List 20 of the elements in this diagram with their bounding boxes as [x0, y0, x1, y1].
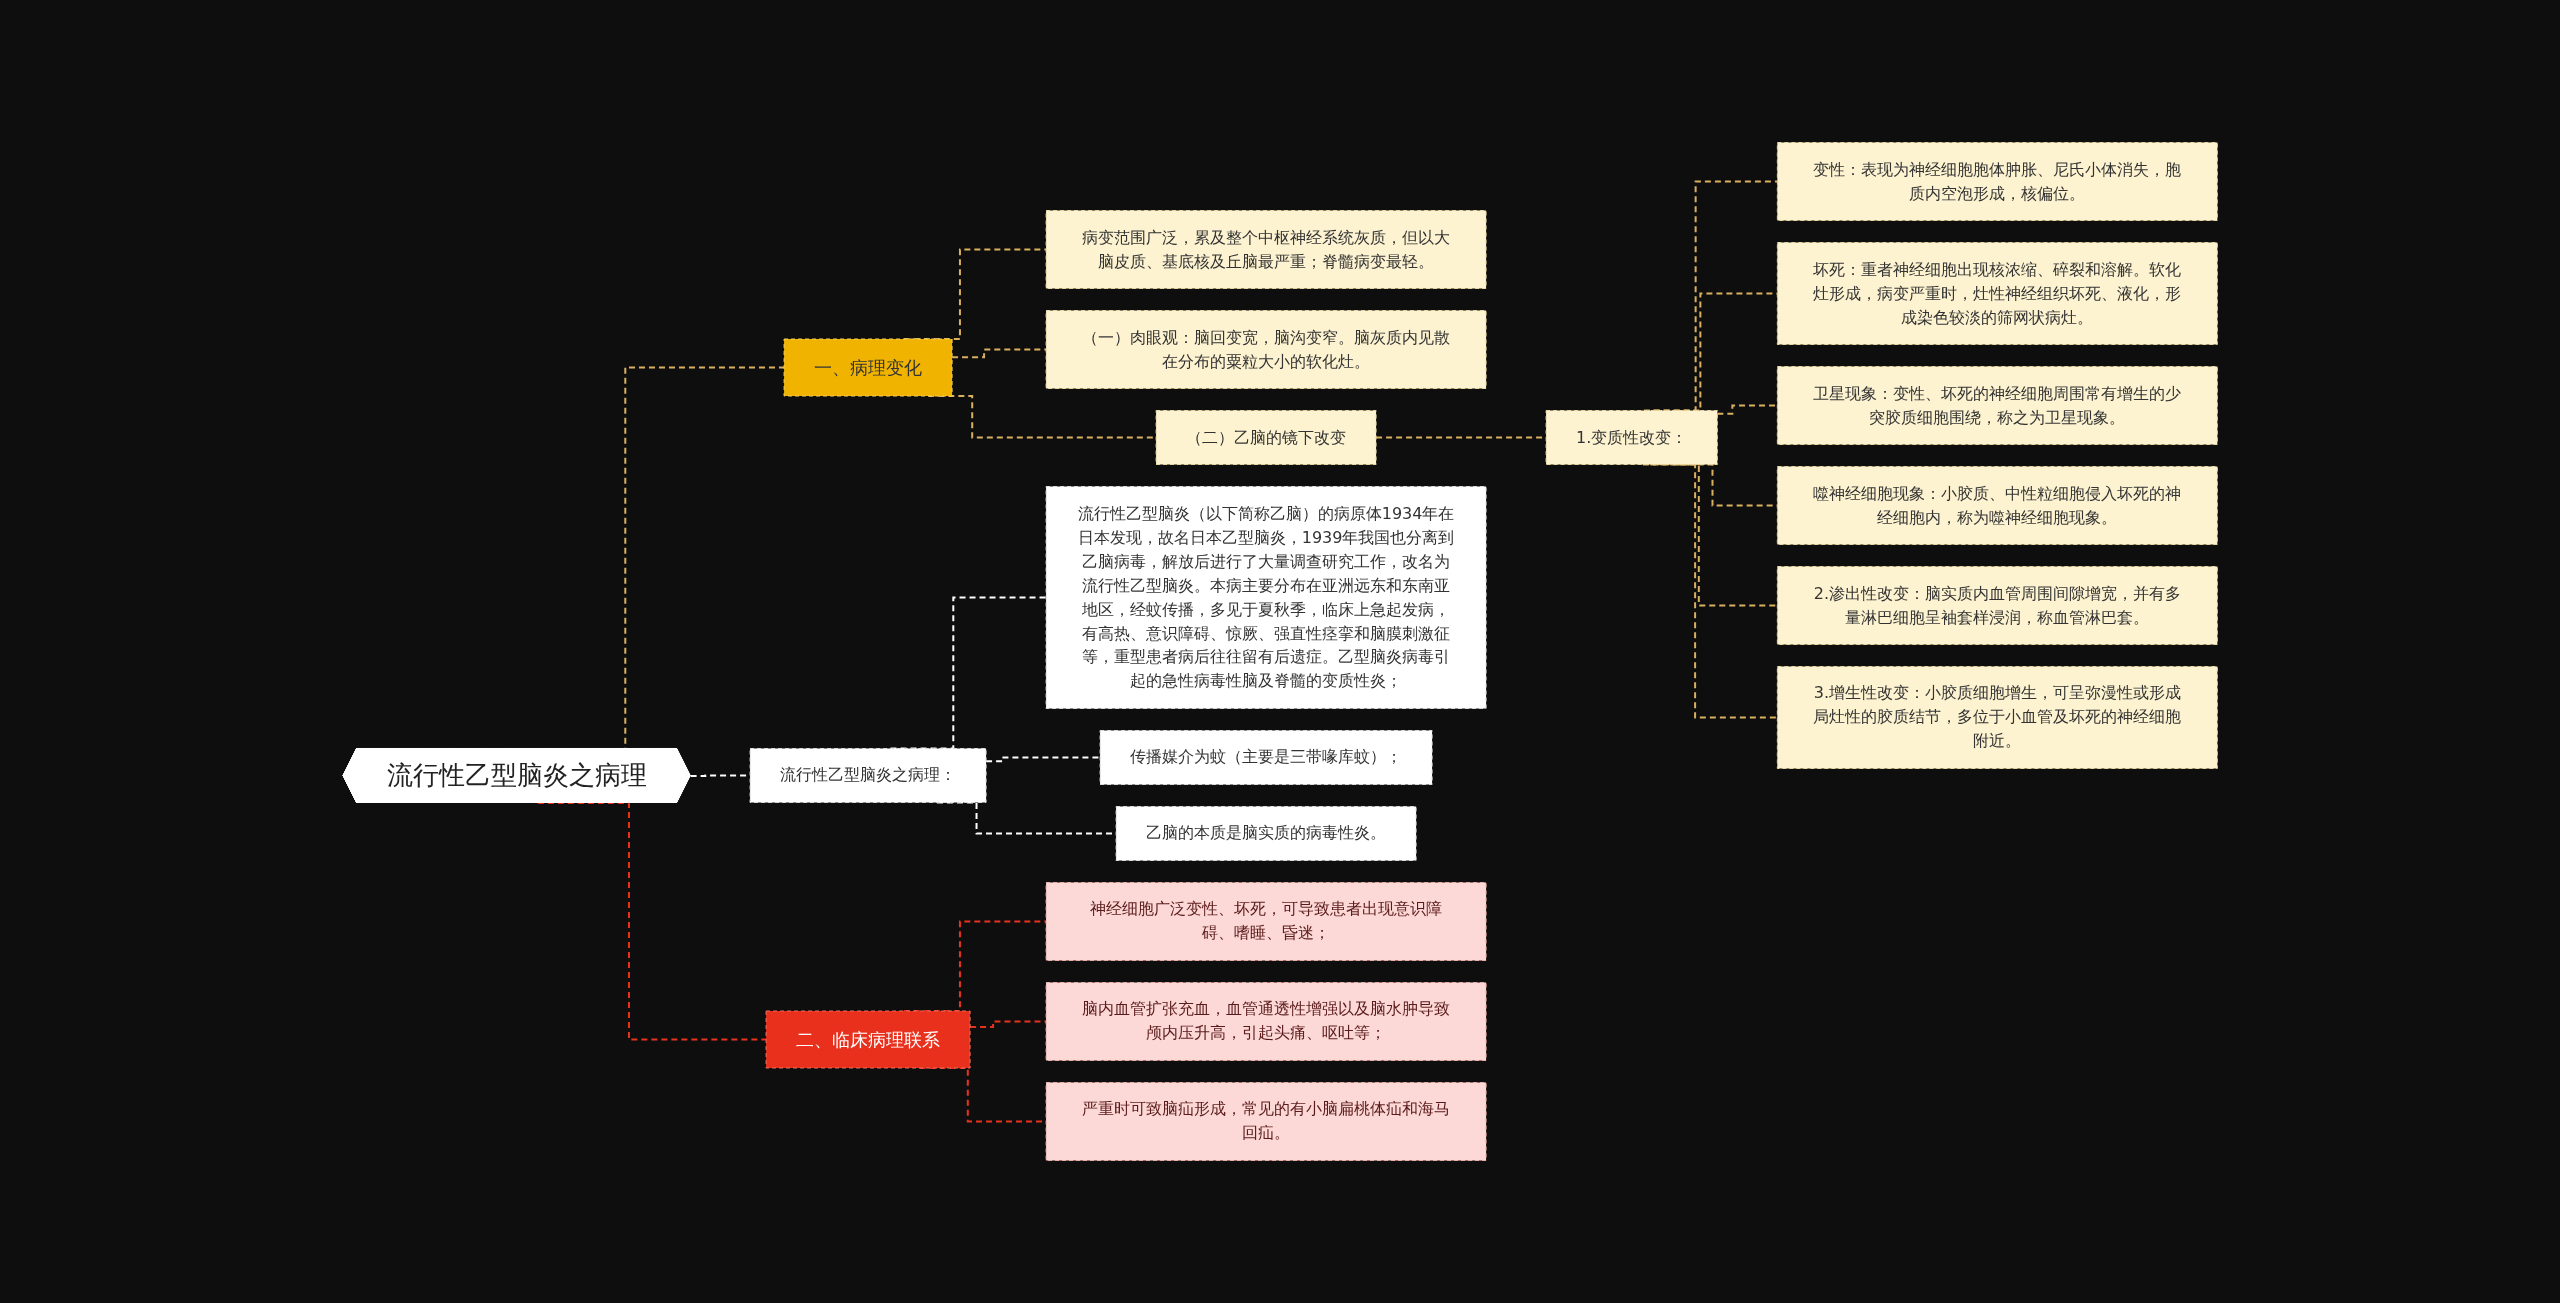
node-box: 变性：表现为神经细胞胞体肿胀、尼氏小体消失，胞质内空泡形成，核偏位。	[1776, 142, 2218, 221]
node-box: 流行性乙型脑炎（以下简称乙脑）的病原体1934年在日本发现，故名日本乙型脑炎，1939年我国也分离到乙脑病毒，解放后进行了大量调查研究工作，改名为流行性乙型脑炎。本病主要分布在亚洲远东和东南亚地区，经蚊传播，多见于夏秋季，临床上急起发病，有高热、意识障碍、惊厥、强直性痉挛和脑膜刺激征等，重型患者病后往往留有后遗症。乙型脑炎病毒引起的急性病毒性脑及脊髓的变质性炎；	[1045, 486, 1487, 709]
node-box: 脑内血管扩张充血，血管通透性增强以及脑水肿导致颅内压升高，引起头痛、呕吐等；	[1045, 982, 1487, 1061]
node-box: 病变范围广泛，累及整个中枢神经系统灰质，但以大脑皮质、基底核及丘脑最严重；脊髓病变最轻。	[1045, 210, 1487, 289]
node-box: 坏死：重者神经细胞出现核浓缩、碎裂和溶解。软化灶形成，病变严重时，灶性神经组织坏死、液化，形成染色较淡的筛网状病灶。	[1776, 242, 2218, 345]
node-box: （二）乙脑的镜下改变	[1155, 410, 1377, 465]
node-box: 卫星现象：变性、坏死的神经细胞周围常有增生的少突胶质细胞围绕，称之为卫星现象。	[1776, 366, 2218, 445]
node-box: 3.增生性改变：小胶质细胞增生，可呈弥漫性或形成局灶性的胶质结节，多位于小血管及坏死的神经细胞附近。	[1776, 666, 2218, 769]
node-box: 神经细胞广泛变性、坏死，可导致患者出现意识障碍、嗜睡、昏迷；	[1045, 882, 1487, 961]
node-box: 噬神经细胞现象：小胶质、中性粒细胞侵入坏死的神经细胞内，称为噬神经细胞现象。	[1776, 466, 2218, 545]
node-box: 一、病理变化	[783, 338, 953, 397]
connector	[984, 756, 1101, 763]
node-box: 1.变质性改变：	[1545, 410, 1718, 465]
node-box: 传播媒介为蚊（主要是三带喙库蚊）；	[1099, 730, 1433, 785]
node-box: 2.渗出性改变：脑实质内血管周围间隙增宽，并有多量淋巴细胞呈袖套样浸润，称血管淋巴套。	[1776, 566, 2218, 645]
node-box: （一）肉眼观：脑回变宽，脑沟变窄。脑灰质内见散在分布的粟粒大小的软化灶。	[1045, 310, 1487, 389]
node-box: 乙脑的本质是脑实质的病毒性炎。	[1115, 806, 1417, 861]
node-box: 流行性乙型脑炎之病理：	[749, 748, 987, 803]
node-box: 严重时可致脑疝形成，常见的有小脑扁桃体疝和海马回疝。	[1045, 1082, 1487, 1161]
node-box: 二、临床病理联系	[765, 1010, 971, 1069]
